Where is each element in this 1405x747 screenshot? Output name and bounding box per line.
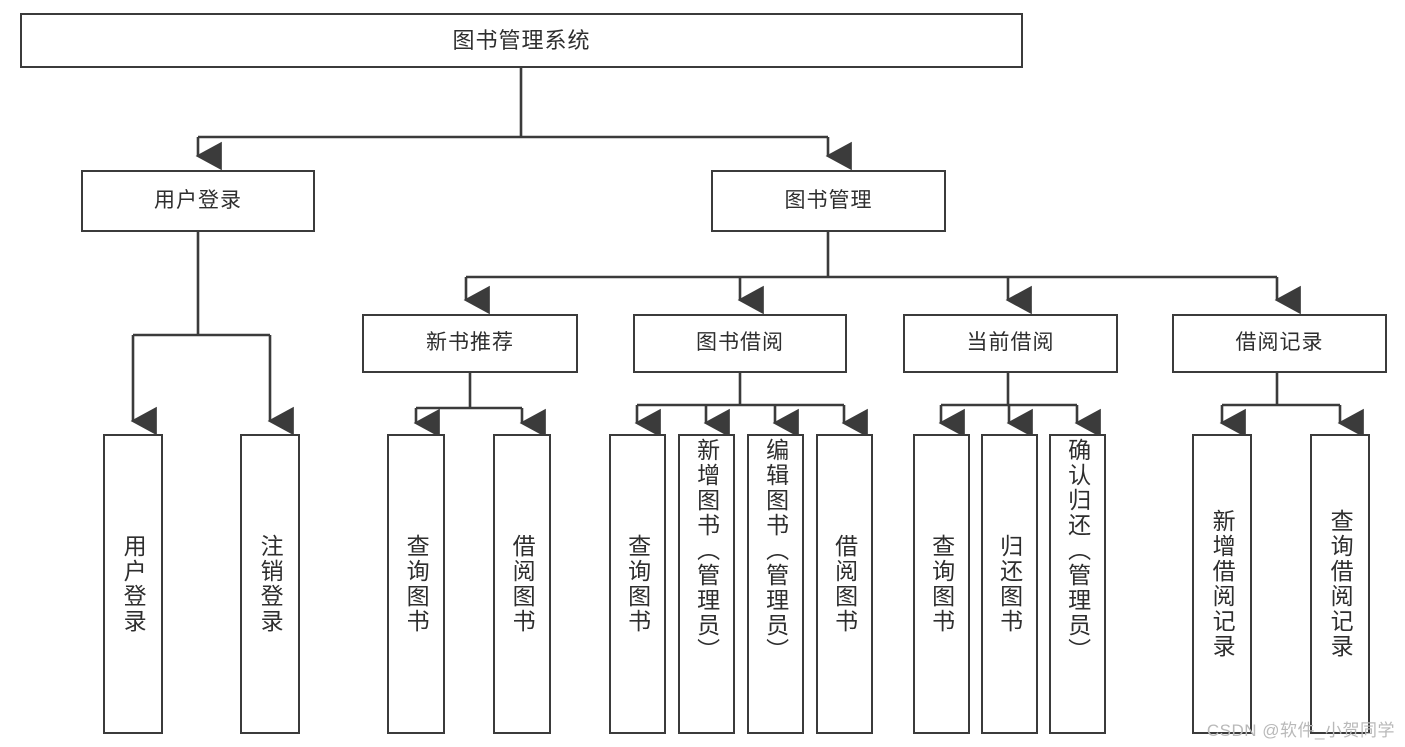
csdn-watermark: CSDN @软件_小贺同学 (1206, 721, 1395, 740)
node-label: 借阅图书 (509, 534, 536, 634)
leaf-query-book-current[interactable]: 查询图书 (913, 434, 970, 734)
leaf-add-borrow-record[interactable]: 新增借阅记录 (1192, 434, 1252, 734)
node-label: 当前借阅 (966, 331, 1055, 355)
node-user-login[interactable]: 用户登录 (81, 170, 315, 232)
leaf-query-borrow-record[interactable]: 查询借阅记录 (1310, 434, 1370, 734)
leaf-borrow-book[interactable]: 借阅图书 (816, 434, 873, 734)
node-label: 归还图书 (996, 534, 1023, 634)
node-book-borrow[interactable]: 图书借阅 (633, 314, 847, 373)
leaf-confirm-return-admin[interactable]: 确认归还（管理员） (1049, 434, 1106, 734)
node-label: 借阅记录 (1235, 331, 1324, 355)
node-label: 图书借阅 (696, 331, 784, 355)
node-label: 查询图书 (403, 534, 430, 634)
node-label: 注销登录 (257, 534, 284, 634)
node-label: 借阅图书 (831, 534, 858, 634)
node-label: 用户登录 (120, 534, 147, 634)
node-new-book-recommend[interactable]: 新书推荐 (362, 314, 578, 373)
leaf-borrow-book-recommend[interactable]: 借阅图书 (493, 434, 551, 734)
leaf-add-book-admin[interactable]: 新增图书（管理员） (678, 434, 735, 734)
node-label: 新书推荐 (426, 331, 514, 355)
node-label: 编辑图书（管理员） (762, 438, 789, 663)
node-label: 新增图书（管理员） (693, 438, 720, 663)
node-borrow-record[interactable]: 借阅记录 (1172, 314, 1387, 373)
leaf-logout[interactable]: 注销登录 (240, 434, 300, 734)
node-book-management[interactable]: 图书管理 (711, 170, 946, 232)
leaf-query-book-recommend[interactable]: 查询图书 (387, 434, 445, 734)
leaf-query-book-borrow[interactable]: 查询图书 (609, 434, 666, 734)
node-label: 新增借阅记录 (1209, 509, 1236, 659)
leaf-edit-book-admin[interactable]: 编辑图书（管理员） (747, 434, 804, 734)
leaf-return-book[interactable]: 归还图书 (981, 434, 1038, 734)
node-label: 图书管理系统 (452, 27, 591, 53)
node-label: 确认归还（管理员） (1064, 438, 1091, 663)
node-label: 用户登录 (154, 188, 242, 212)
node-label: 图书管理 (784, 188, 873, 212)
node-label: 查询图书 (928, 534, 955, 634)
node-root-system[interactable]: 图书管理系统 (20, 13, 1023, 68)
node-current-borrow[interactable]: 当前借阅 (903, 314, 1118, 373)
leaf-user-login[interactable]: 用户登录 (103, 434, 163, 734)
node-label: 查询图书 (624, 534, 651, 634)
node-label: 查询借阅记录 (1327, 509, 1354, 659)
